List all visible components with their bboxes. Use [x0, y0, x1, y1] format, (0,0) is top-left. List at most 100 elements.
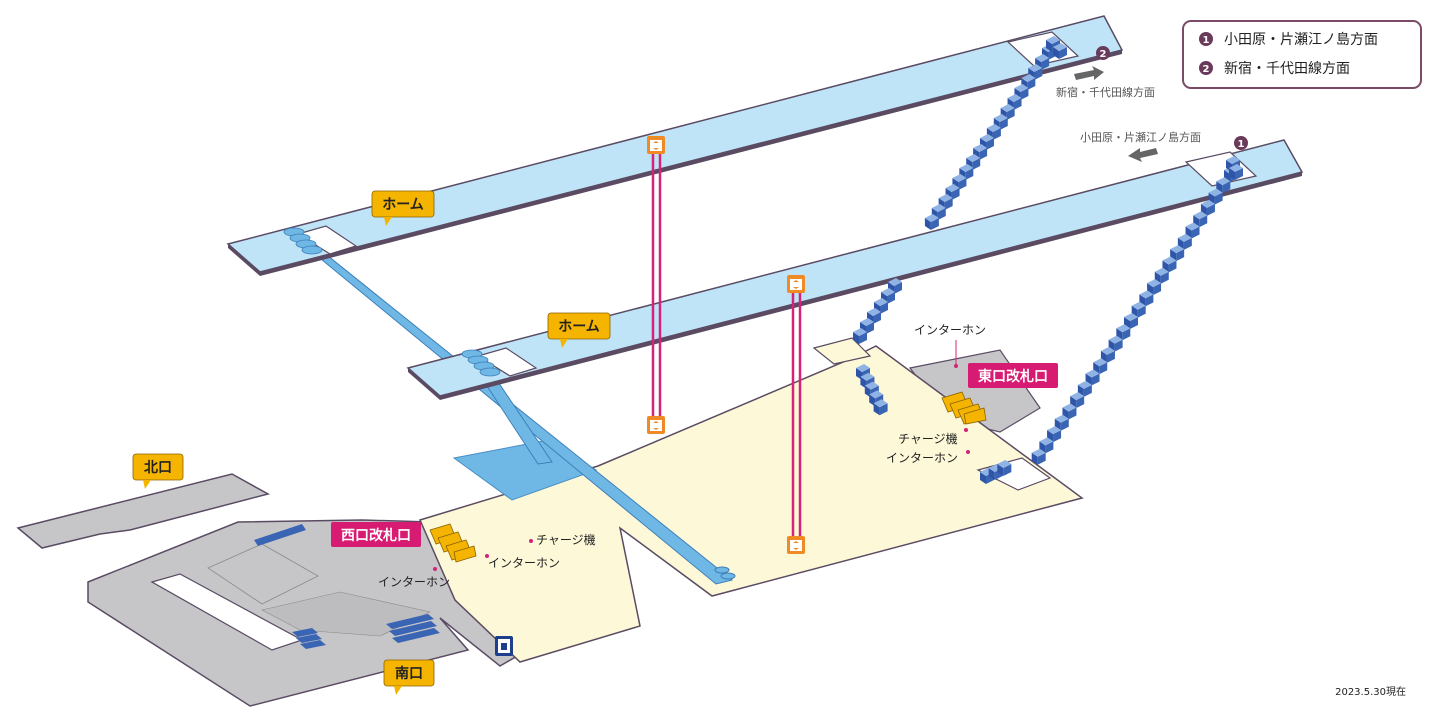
- intercom-label-west-left: インターホン: [378, 575, 450, 589]
- tag-west-gate: 西口改札口: [331, 522, 421, 547]
- intercom-label-west-right: インターホン: [488, 556, 560, 570]
- stairs-lower-top: [1226, 156, 1243, 180]
- stair-step: [1170, 245, 1185, 254]
- stair-step: [860, 372, 875, 381]
- tag-south-exit: 南口: [383, 659, 435, 695]
- stair-step: [864, 381, 879, 390]
- stair-step: [986, 124, 1001, 132]
- tag-east-gate-text: 東口改札口: [978, 368, 1048, 385]
- stair-step: [1177, 233, 1192, 242]
- south-stairs: [292, 614, 440, 649]
- tag-north-exit: 北口: [132, 453, 184, 489]
- upper-platform: [226, 15, 1124, 276]
- stair-step: [1208, 188, 1223, 197]
- east-stair-landing: [812, 337, 872, 365]
- stair-step: [966, 154, 981, 162]
- stair-step: [973, 144, 988, 152]
- platform-number-2: 2: [1100, 49, 1107, 60]
- stair-step: [1216, 177, 1231, 186]
- stair-step: [1021, 74, 1036, 82]
- stair-step: [1014, 84, 1029, 92]
- stair-step: [1226, 156, 1240, 164]
- elevator-icon[interactable]: [647, 136, 665, 154]
- direction-label-upper: 新宿・千代田線方面: [1056, 85, 1155, 99]
- stairs-east-lower: [856, 364, 888, 416]
- stair-step: [1154, 267, 1169, 276]
- legend-item-2-number: 2: [1203, 64, 1210, 75]
- stair-step: [874, 298, 888, 306]
- restroom-icon[interactable]: [495, 636, 513, 656]
- map-date: 2023.5.30現在: [1335, 686, 1406, 698]
- stair-step: [980, 134, 994, 142]
- stair-step: [1108, 335, 1123, 344]
- north-walkway: [16, 473, 271, 549]
- plaza-block: [207, 543, 319, 605]
- charge-machine-label-west: チャージ機: [536, 532, 596, 547]
- legend-item-1-label: 小田原・片瀬江ノ島方面: [1224, 32, 1378, 48]
- tag-north-exit-text: 北口: [144, 460, 172, 476]
- legend-item-2-label: 新宿・千代田線方面: [1224, 60, 1350, 77]
- stair-step: [1054, 414, 1069, 423]
- stair-step: [853, 328, 867, 336]
- elevator-icon[interactable]: [647, 416, 665, 434]
- stairs-east-upper: [853, 278, 902, 344]
- stair-step: [1131, 301, 1146, 310]
- direction-arrow-icon: [1074, 66, 1104, 80]
- stair-step: [869, 390, 884, 399]
- stairs-lower-platform: [1031, 166, 1238, 465]
- stair-step: [1116, 324, 1131, 333]
- stair-step: [1000, 104, 1015, 112]
- stair-step: [1070, 392, 1085, 401]
- legend-box: 1 小田原・片瀬江ノ島方面 2 新宿・千代田線方面: [1182, 20, 1422, 89]
- tag-home-upper: ホーム: [371, 190, 435, 226]
- stair-step: [881, 288, 895, 296]
- stair-step: [1046, 36, 1060, 44]
- stair-step: [945, 184, 960, 192]
- charge-machine-label-east: チャージ機: [898, 431, 958, 446]
- stair-step: [1062, 403, 1077, 412]
- lower-platform: [406, 139, 1304, 400]
- info-points: [433, 340, 970, 571]
- stair-step: [993, 114, 1008, 122]
- staircases: [853, 36, 1243, 484]
- legend-item-2: 2 新宿・千代田線方面: [1199, 60, 1350, 77]
- stair-step: [1093, 358, 1108, 367]
- tag-west-gate-text: 西口改札口: [341, 527, 411, 544]
- stair-step: [860, 318, 874, 326]
- stair-step: [1100, 346, 1115, 355]
- north-stairs: [254, 524, 306, 546]
- stair-step: [856, 364, 870, 372]
- stair-step: [938, 194, 953, 202]
- tag-east-gate: 東口改札口: [968, 363, 1058, 388]
- stair-step: [1047, 426, 1062, 435]
- tag-home-upper-text: ホーム: [382, 197, 424, 213]
- stair-step: [952, 174, 967, 182]
- legend-item-1-number: 1: [1203, 35, 1210, 46]
- elevator-icon[interactable]: [787, 536, 805, 554]
- elevator-icon[interactable]: [787, 275, 805, 293]
- stair-step: [1085, 369, 1100, 378]
- stair-step: [888, 278, 902, 286]
- legend-item-1: 1 小田原・片瀬江ノ島方面: [1199, 32, 1378, 48]
- stair-step: [1031, 448, 1046, 457]
- stair-step: [997, 460, 1012, 468]
- platform-number-marker: 2: [1096, 46, 1110, 60]
- stair-step: [1007, 94, 1022, 102]
- platform-number-marker: 1: [1234, 136, 1248, 150]
- stairs-upper-top: [1046, 36, 1067, 59]
- intercom-label-east-top: インターホン: [914, 323, 986, 337]
- stair-step: [1077, 380, 1092, 389]
- ground-level: [16, 349, 1041, 707]
- stair-step: [1053, 43, 1067, 51]
- tag-home-lower: ホーム: [547, 312, 611, 348]
- stair-step: [1039, 437, 1054, 446]
- direction-label-lower: 小田原・片瀬江ノ島方面: [1080, 130, 1201, 144]
- stair-step: [867, 308, 881, 316]
- stair-step: [873, 399, 888, 408]
- platform-number-1: 1: [1238, 139, 1245, 150]
- direction-arrow-icon: [1128, 148, 1158, 162]
- stair-step: [931, 204, 946, 212]
- stair-step: [1035, 54, 1050, 62]
- stair-step: [1185, 222, 1200, 231]
